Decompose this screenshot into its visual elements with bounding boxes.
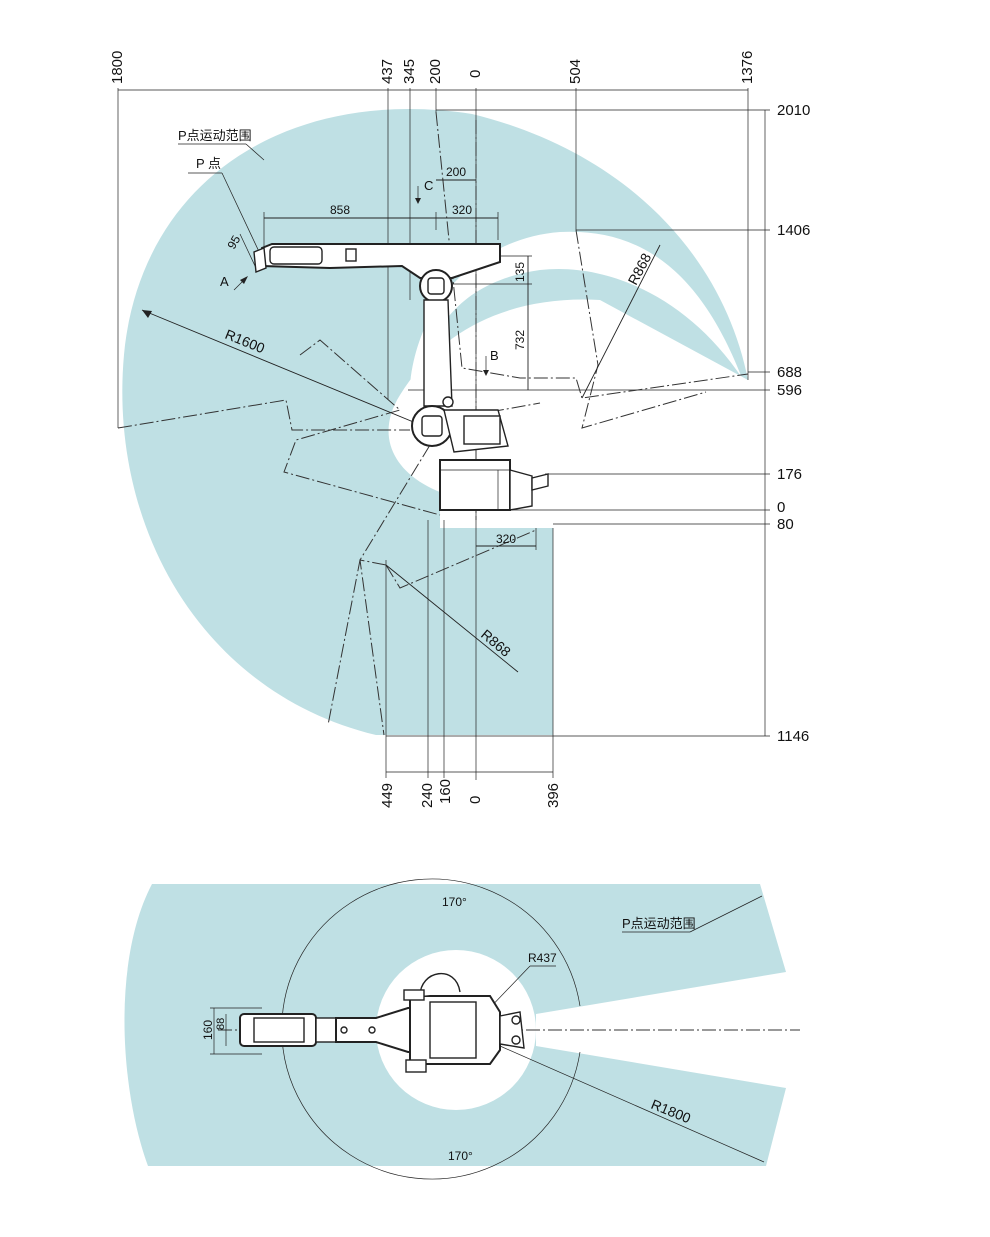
forearm-tool-section	[269, 246, 323, 265]
view-c-arrowhead	[415, 198, 421, 204]
r1800-leader	[499, 1045, 765, 1163]
label-view-b: B	[490, 348, 499, 363]
dim-bottom-449: 449	[379, 783, 396, 808]
label-160: 160	[201, 1020, 215, 1040]
top-joint-pin-1	[340, 1026, 348, 1034]
view-a-arrowhead	[240, 276, 248, 284]
label-858: 858	[330, 203, 350, 217]
robot-top-body	[239, 973, 525, 1073]
dim-top-0: 0	[467, 70, 484, 78]
label-732: 732	[513, 330, 527, 350]
dim-right-1406: 1406	[777, 222, 810, 239]
dim-bottom-240: 240	[419, 783, 436, 808]
dim-top-1800: 1800	[109, 51, 126, 84]
label-r437: R437	[528, 951, 557, 965]
base-connector	[509, 469, 533, 511]
dim-top-345: 345	[401, 59, 418, 84]
top-p-range-leader	[689, 895, 763, 933]
wrist-flange	[253, 247, 267, 273]
label-angle-top: 170°	[442, 895, 467, 909]
dim-bottom-396: 396	[545, 783, 562, 808]
cable-plug	[531, 473, 549, 491]
dim-right-176: 176	[777, 466, 802, 483]
label-88: 88	[215, 1018, 227, 1030]
robot-side-body	[253, 243, 549, 511]
elbow-cap	[427, 277, 445, 295]
dim-top-1376: 1376	[739, 51, 756, 84]
motor-block	[463, 415, 501, 445]
dim-top-200: 200	[427, 59, 444, 84]
envelope-left-mid	[283, 339, 441, 516]
upper-arm	[423, 299, 453, 407]
top-view: 170° 170° R437 R1800 P点运动范围 160 88	[124, 878, 800, 1180]
dim-right-80: 80	[777, 516, 794, 533]
top-plug-1	[511, 1015, 521, 1025]
dim-bottom-160: 160	[437, 779, 454, 804]
top-foot-upper	[403, 989, 425, 1001]
p-range-leader	[245, 143, 265, 161]
base-pedestal	[439, 459, 511, 511]
dim-top-504: 504	[567, 59, 584, 84]
envelope-lower-mid	[359, 559, 387, 736]
dim-top-437: 437	[379, 59, 396, 84]
top-tool-inner	[253, 1017, 305, 1043]
label-95: 95	[224, 233, 243, 252]
r868-upper-leader	[581, 244, 661, 399]
dim-right-1146: 1146	[777, 728, 809, 745]
label-p-point: P 点	[196, 156, 221, 171]
top-cable-loop	[419, 973, 461, 997]
dim-right-688: 688	[777, 364, 802, 381]
label-angle-bottom: 170°	[448, 1149, 473, 1163]
forearm-joint-plate	[345, 248, 357, 262]
top-connector	[499, 1011, 525, 1049]
envelope-left-upper	[117, 399, 410, 431]
envelope-r868-right	[575, 229, 707, 429]
top-joint-pin-2	[368, 1026, 376, 1034]
label-view-a: A	[220, 274, 229, 289]
r1600-leader	[141, 309, 429, 429]
label-135: 135	[513, 262, 527, 282]
upper-arm-bolt	[442, 396, 454, 408]
envelope-lower-right	[385, 529, 537, 589]
dim-bottom-0: 0	[467, 796, 484, 804]
dim-95-line	[239, 233, 257, 269]
top-base-plate	[429, 1001, 477, 1059]
r868-lower-leader	[385, 564, 519, 673]
top-foot-left	[405, 1059, 427, 1073]
p-point-leader	[221, 172, 263, 259]
top-wrist	[315, 1017, 337, 1043]
dim-right-2010: 2010	[777, 102, 810, 119]
r1600-arrow	[142, 310, 152, 318]
top-plug-2	[511, 1035, 521, 1045]
side-view: 1800 437 345 200 0 504 1376 2010 1406 68…	[109, 51, 810, 808]
label-200: 200	[446, 165, 466, 179]
label-320-bottom: 320	[496, 532, 516, 546]
label-320-top: 320	[452, 203, 472, 217]
label-top-p-range: P点运动范围	[622, 916, 696, 931]
shoulder-cap	[421, 415, 443, 437]
dim-right-0: 0	[777, 499, 785, 516]
view-b-arrowhead	[483, 370, 489, 376]
label-view-c: C	[424, 178, 433, 193]
dim-right-596: 596	[777, 382, 802, 399]
label-p-range: P点运动范围	[178, 128, 252, 143]
envelope-upper-right	[435, 111, 749, 399]
side-upper-cutout	[410, 231, 742, 385]
